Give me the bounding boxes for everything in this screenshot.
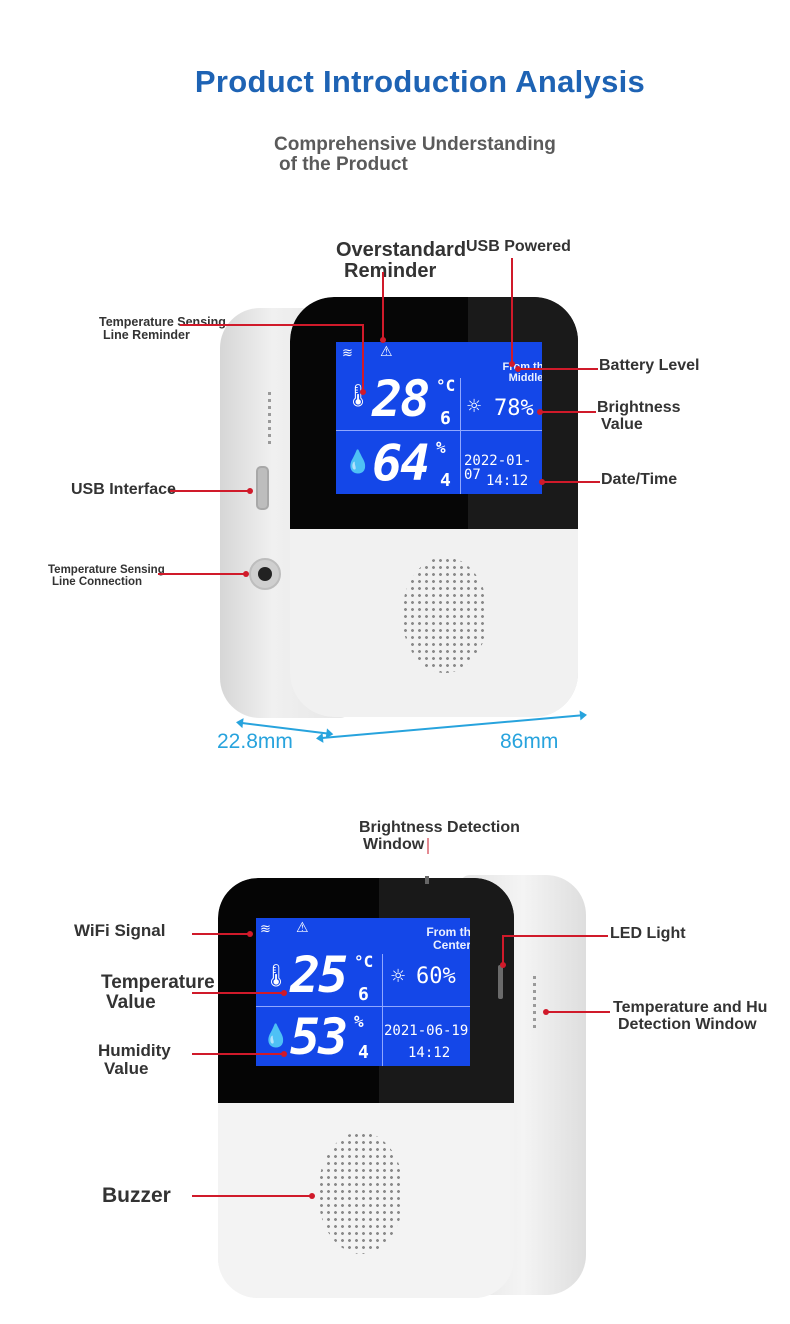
time-reading: 14:12	[408, 1045, 451, 1061]
thermometer-icon: 🌡	[262, 964, 290, 989]
time-reading: 14:12	[486, 473, 529, 489]
humidity-unit: %	[436, 438, 446, 457]
wifi-icon: ≋	[342, 346, 353, 361]
sun-icon: ☼	[466, 396, 483, 417]
sensor-jack	[249, 558, 281, 590]
led-light	[498, 965, 503, 999]
wifi-icon: ≋	[260, 922, 271, 937]
thermometer-icon: 🌡	[344, 384, 372, 409]
date-reading: 2021-06-19	[384, 1023, 469, 1039]
label-usb-powered: USB Powered	[466, 238, 571, 255]
label-humidity-value: Humidity Value	[98, 1041, 171, 1078]
sun-icon: ☼	[390, 966, 407, 987]
label-temperature-value: Temperature Value	[101, 972, 215, 1013]
device2-side-vent	[533, 976, 536, 1028]
device2-lcd: ≋ ⚠ 🌡 25 °C 6 💧 53 % 4 ☼ 60% 2021-06-19 …	[256, 918, 470, 1066]
subtitle-line-2: of the Product	[279, 154, 408, 175]
label-buzzer: Buzzer	[102, 1184, 171, 1207]
alarm-icon: ⚠	[296, 920, 309, 936]
humidity-reading: 53	[290, 1008, 348, 1066]
humidity-reading: 64	[372, 434, 430, 492]
brightness-reading: 60%	[416, 964, 456, 989]
device1-speaker-grille	[402, 557, 488, 673]
subtitle-line-1: Comprehensive Understanding	[274, 134, 556, 155]
temperature-decimal: 6	[440, 408, 451, 429]
label-led-light: LED Light	[610, 925, 686, 942]
label-overstandard: Overstandard Reminder	[336, 239, 467, 282]
screen-overlay-text: From the Middle	[502, 361, 542, 384]
temperature-decimal: 6	[358, 984, 369, 1005]
humidity-unit: %	[354, 1012, 364, 1031]
temperature-reading: 25	[290, 946, 348, 1004]
page-subtitle: Comprehensive Understanding of the Produ…	[274, 135, 556, 175]
page-title: Product Introduction Analysis	[194, 64, 646, 99]
alarm-icon: ⚠	[380, 344, 393, 360]
brightness-sensor	[425, 876, 429, 884]
screen-overlay-text: From the Center	[426, 925, 470, 952]
label-temp-sensing-reminder: Temperature Sensing Line Reminder	[99, 315, 226, 343]
humidity-decimal: 4	[358, 1042, 369, 1063]
label-usb-interface: USB Interface	[71, 481, 176, 498]
temperature-unit: °C	[354, 952, 374, 971]
label-temp-sensing-connection: Temperature Sensing Line Connection	[48, 564, 165, 589]
device1-lcd: ≋ ⚠ 🌡 28 °C 6 💧 64 % 4 ☼ 78% 2022-01-07 …	[336, 342, 542, 494]
date-reading: 2022-01-07	[464, 453, 532, 483]
device2-speaker-grille	[318, 1132, 404, 1254]
temperature-reading: 28	[372, 370, 430, 428]
brightness-reading: 78%	[494, 396, 534, 421]
label-date-time: Date/Time	[601, 471, 678, 488]
humidity-decimal: 4	[440, 470, 451, 491]
width-dimension: 86mm	[500, 730, 559, 753]
label-brightness-window: Brightness Detection Window	[359, 819, 520, 853]
label-wifi-signal: WiFi Signal	[74, 921, 166, 940]
label-brightness-value: Brightness Value	[597, 399, 681, 433]
droplet-icon: 💧	[262, 1024, 290, 1049]
label-th-detection-window: Temperature and Hu Detection Window	[613, 999, 768, 1033]
depth-dimension: 22.8mm	[217, 730, 293, 753]
temperature-unit: °C	[436, 376, 456, 395]
droplet-icon: 💧	[344, 450, 372, 475]
label-battery-level: Battery Level	[599, 357, 700, 374]
device1-side-vent	[268, 392, 271, 444]
usb-port	[256, 466, 269, 510]
